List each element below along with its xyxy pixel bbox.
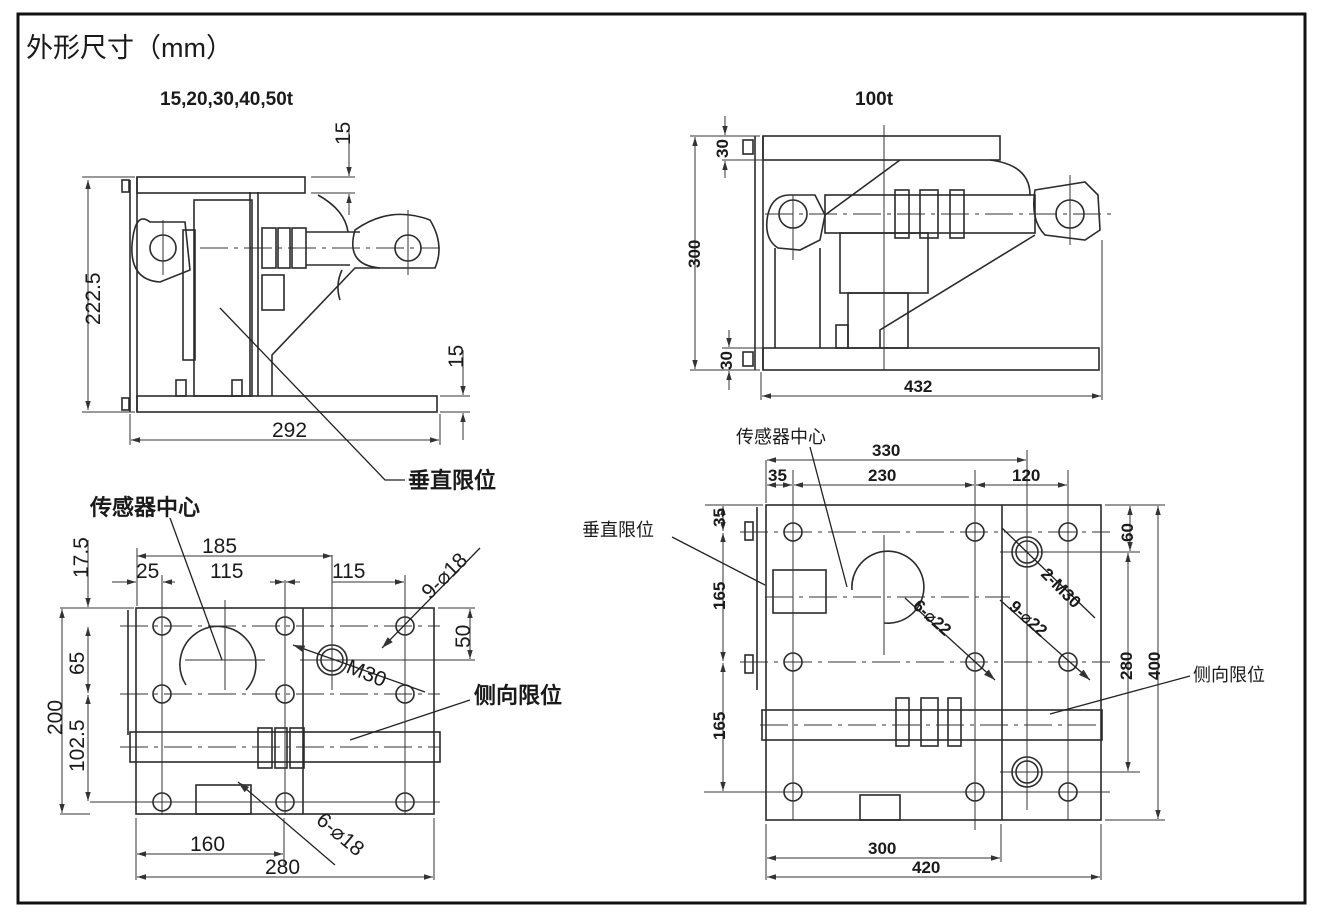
callout-2-m30: 2-M30 <box>1037 564 1085 612</box>
dim-115-b: 115 <box>332 560 365 583</box>
dim-top-30: 30 <box>713 139 732 158</box>
dim-165-b: 165 <box>710 712 729 740</box>
dim-300: 300 <box>685 240 704 268</box>
dim-280: 280 <box>265 856 300 879</box>
callout-sensor-center-large: 传感器中心 <box>736 427 826 447</box>
dim-230: 230 <box>868 466 896 485</box>
dim-160: 160 <box>190 833 225 856</box>
dim-292: 292 <box>272 419 307 442</box>
dim-185: 185 <box>202 535 237 558</box>
dim-120: 120 <box>1012 466 1040 485</box>
dim-bottom-30: 30 <box>717 351 736 370</box>
callout-9-holes-18: 9-⌀18 <box>417 549 472 604</box>
large-side-view: 300 30 30 432 <box>685 116 1115 400</box>
callout-sensor-center: 传感器中心 <box>89 495 200 520</box>
callout-vertical-limit: 垂直限位 <box>408 468 496 493</box>
small-plan-view: 185 25 115 115 17.5 65 102.5 200 50 9-⌀1… <box>44 495 562 880</box>
dim-165-a: 165 <box>710 582 729 610</box>
drawing-frame <box>16 12 1307 905</box>
dim-17-5: 17.5 <box>70 537 93 578</box>
dim-330: 330 <box>872 441 900 460</box>
load-cell-body <box>193 199 253 397</box>
small-model-heading: 15,20,30,40,50t <box>160 89 294 110</box>
dim-432: 432 <box>904 377 932 396</box>
dim-420: 420 <box>912 858 940 877</box>
dim-222-5: 222.5 <box>82 272 105 325</box>
callout-m30: M30 <box>343 655 390 692</box>
dim-65: 65 <box>66 652 89 675</box>
callout-6-holes-22: 6-⌀22 <box>909 596 955 640</box>
top-plate <box>136 176 306 194</box>
dim-35: 35 <box>768 466 787 485</box>
callout-lateral-limit-large: 侧向限位 <box>1193 665 1265 685</box>
dim-280-large: 280 <box>1117 652 1136 680</box>
top-plate <box>762 135 1001 161</box>
base-plate <box>762 347 1100 371</box>
small-side-view: 222.5 15 15 292 垂直限位 <box>82 122 496 493</box>
callout-lateral-limit: 侧向限位 <box>474 683 562 708</box>
base-plate <box>136 395 438 413</box>
vertical-limit-block <box>772 569 827 614</box>
callout-9-holes-22: 9-⌀22 <box>1005 597 1051 641</box>
dim-300-bottom: 300 <box>868 839 896 858</box>
callout-vertical-limit-large: 垂直限位 <box>582 520 654 540</box>
large-plan-view: 330 35 230 120 35 165 165 60 280 400 2-M… <box>582 427 1265 880</box>
dim-top-15: 15 <box>332 122 355 145</box>
dim-bottom-15: 15 <box>445 345 468 368</box>
dim-60: 60 <box>1118 523 1137 542</box>
dim-400: 400 <box>1145 652 1164 680</box>
dim-left-35: 35 <box>710 508 729 527</box>
dim-102-5: 102.5 <box>66 719 89 772</box>
large-model-heading: 100t <box>855 89 894 110</box>
dim-25: 25 <box>136 560 159 583</box>
dim-115-a: 115 <box>210 560 243 583</box>
dim-50: 50 <box>452 625 475 648</box>
mount-holes <box>152 616 415 812</box>
dim-200: 200 <box>44 700 67 735</box>
drawing-title: 外形尺寸（mm） <box>26 33 233 63</box>
